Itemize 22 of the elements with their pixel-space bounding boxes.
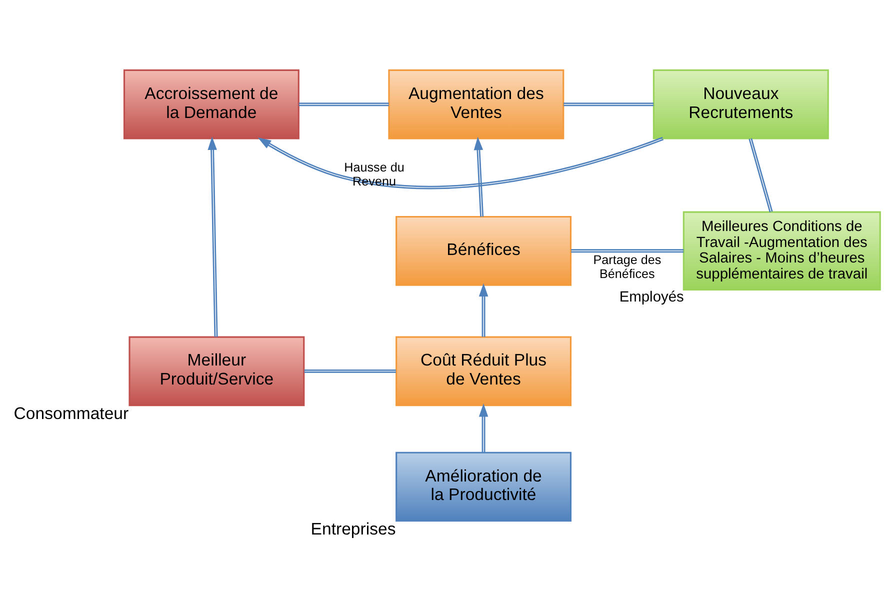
node-label: Entreprises (310, 519, 396, 538)
node-box: Augmentation des Ventes (388, 69, 564, 140)
arrow (474, 136, 484, 217)
edge-label: Partage des Bénéfices (593, 253, 662, 281)
connector (571, 249, 684, 253)
node-label: Consommateur (14, 404, 129, 423)
arrow (208, 136, 218, 337)
node-box: Meilleures Conditions de Travail -Augmentation des Salaires - Moins d’heures supplémentaires de travail (682, 211, 881, 291)
node-box: Amélioration de la Productivité (396, 452, 572, 522)
node-box: Coût Réduit Plus de Ventes (396, 336, 572, 406)
node-label: Employés (619, 290, 684, 306)
node-box: Meilleur Produit/Service (128, 336, 305, 406)
arrow (478, 404, 488, 453)
connector (298, 102, 389, 106)
connector (304, 369, 396, 373)
arrow (478, 283, 488, 337)
node-box: Bénéfices (396, 216, 572, 286)
arrow (258, 136, 664, 190)
connector (564, 102, 654, 106)
node-box: Nouveaux Recrutements (652, 69, 829, 140)
connector (748, 138, 773, 212)
node-box: Accroissement de la Demande (123, 69, 300, 140)
